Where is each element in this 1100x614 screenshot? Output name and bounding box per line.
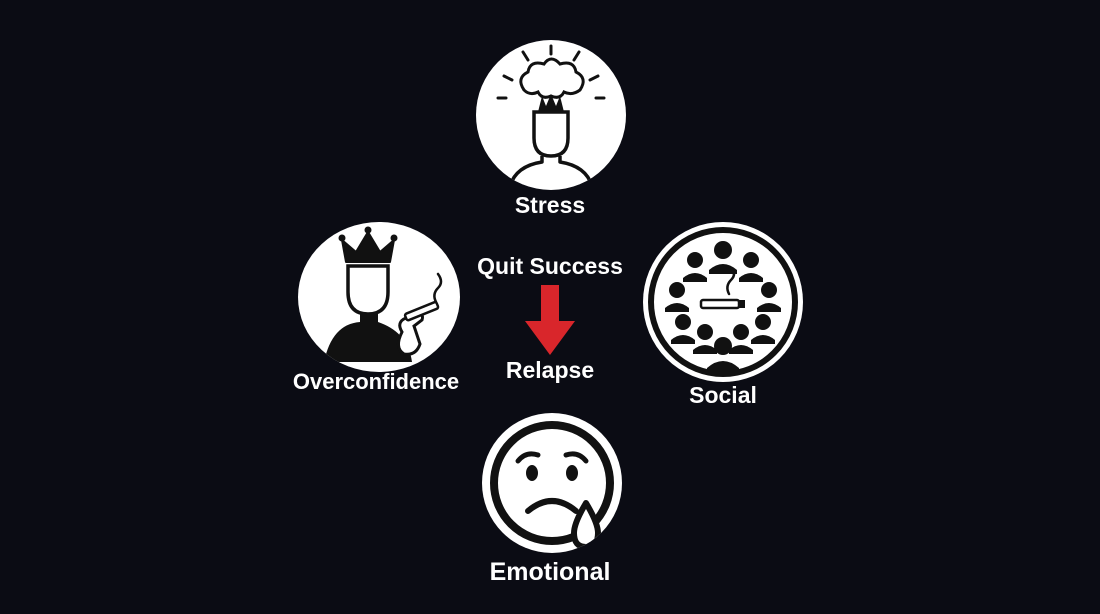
emotional-label: Emotional xyxy=(489,558,611,586)
social-label: Social xyxy=(689,382,757,408)
emotional-node xyxy=(482,413,622,553)
overconfidence-label: Overconfidence xyxy=(292,369,460,394)
social-node xyxy=(643,222,803,382)
relapse-label: Relapse xyxy=(505,357,595,383)
stress-node xyxy=(476,40,626,190)
crowd-smoking-icon xyxy=(648,227,798,377)
down-arrow-shape xyxy=(525,285,575,355)
quit-success-label: Quit Success xyxy=(477,253,623,279)
exploding-head-icon xyxy=(496,44,606,187)
stress-label: Stress xyxy=(514,192,586,218)
overconfidence-node xyxy=(298,222,460,372)
crowned-smoker-icon xyxy=(324,226,443,362)
sad-crying-face-icon xyxy=(490,421,614,550)
down-arrow-icon xyxy=(525,285,575,355)
